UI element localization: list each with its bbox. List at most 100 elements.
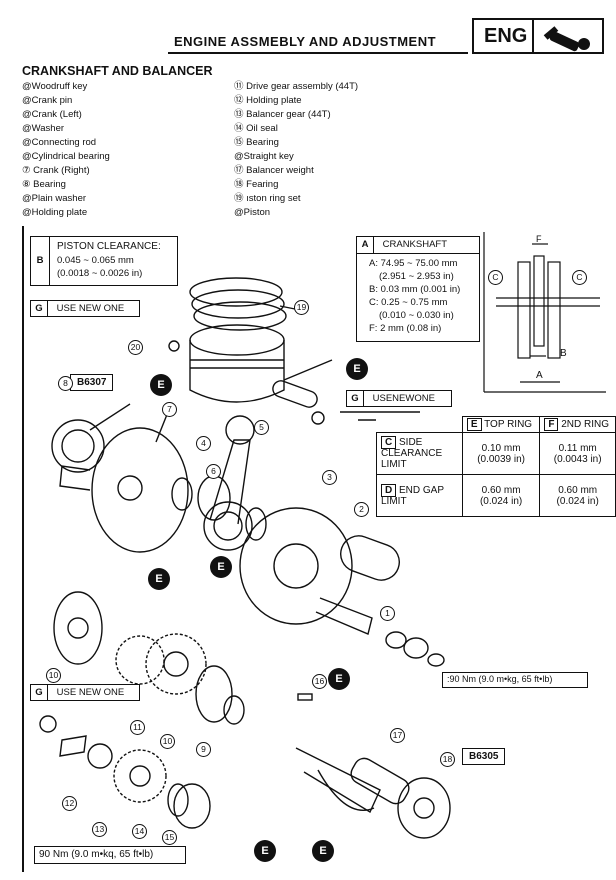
use-new-one-letter: G [31, 301, 48, 316]
legend-item: ⑬ Balancer gear (44T) [234, 109, 331, 120]
legend-item: @Holding plate [22, 207, 88, 218]
ring-value-top-side: 0.10 mm (0.0039 in) [461, 432, 541, 475]
ring-col-f-letter: F [544, 418, 559, 431]
callout-14: 14 [132, 824, 147, 839]
piston-clearance-title: PISTON CLEARANCE: [57, 241, 161, 252]
page-title: ENGINE ASSMEBLY AND ADJUSTMENT [174, 34, 437, 49]
legend-item: @Straight key [234, 151, 294, 162]
use-new-one-text: USE NEW ONE [56, 303, 125, 314]
parts-legend-left: @Woodruff key @Crank pin @Crank (Left) @… [22, 80, 110, 220]
legend-item: @Woodruff key [22, 81, 88, 92]
legend-item: ⑪ Drive gear assembly (44T) [234, 81, 359, 92]
crankshaft-spec-box: A CRANKSHAFT A: 74.95 ~ 75.00 mm (2.951 … [356, 236, 480, 342]
callout-15: 15 [162, 830, 177, 845]
use-new-one-note: G USENEWONE [346, 390, 452, 407]
legend-item: ⑧ Bearing [22, 179, 66, 190]
callout-10b: 10 [160, 734, 175, 749]
e-mark-icon: E [150, 374, 172, 396]
use-new-one-note: G USE NEW ONE [30, 684, 140, 701]
callout-19: 19 [294, 300, 309, 315]
e-mark-icon: E [148, 568, 170, 590]
legend-item: ⑮ Bearing [234, 137, 279, 148]
eng-tag-label: ENG [484, 24, 528, 47]
ring-value-top-end: 0.60 mm (0.024 in) [461, 474, 541, 517]
e-mark-icon: E [312, 840, 334, 862]
callout-7: 7 [162, 402, 177, 417]
ring-row-end-label: END GAP LIMIT [381, 484, 444, 507]
use-new-one-note: G USE NEW ONE [30, 300, 140, 317]
ring-value-2nd-side: 0.11 mm (0.0043 in) [539, 432, 616, 475]
legend-item: @Plain washer [22, 193, 87, 204]
crankshaft-row: C: 0.25 ~ 0.75 mm [369, 297, 448, 308]
callout-3: 3 [322, 470, 337, 485]
crankshaft-letter: A [357, 237, 374, 253]
legend-item: @Washer [22, 123, 65, 134]
legend-item: @Crank pin [22, 95, 73, 106]
ring-row-d-letter: D [381, 483, 397, 497]
bearing-code-left: B6307 [70, 374, 114, 391]
ring-col-2nd: F 2ND RING [539, 416, 616, 433]
eng-tag: ENG [472, 18, 604, 54]
e-mark-icon: E [346, 358, 368, 380]
callout-5: 5 [254, 420, 269, 435]
legend-item: @Crank (Left) [22, 109, 82, 120]
dim-label-c-right: C [572, 270, 587, 285]
legend-item: ⑰ Balancer weight [234, 165, 314, 176]
use-new-one-letter: G [347, 391, 364, 406]
crankshaft-row: (2.951 ~ 2.953 in) [379, 271, 454, 282]
ring-col-top: E TOP RING [461, 416, 541, 433]
ring-value-2nd-end: 0.60 mm (0.024 in) [539, 474, 616, 517]
piston-clearance-in: (0.0018 ~ 0.0026 in) [57, 268, 143, 279]
section-title: CRANKSHAFT AND BALANCER [22, 64, 213, 78]
dim-label-c-left: C [488, 270, 503, 285]
ring-row-side-label: SIDE CLEARANCE LIMIT [381, 437, 443, 470]
ring-row-end-gap: D END GAP LIMIT [376, 474, 463, 517]
crankshaft-row: F: 2 mm (0.08 in) [369, 323, 442, 334]
legend-item: ⑦ Crank (Right) [22, 165, 90, 176]
callout-6: 6 [206, 464, 221, 479]
legend-item: ⑫ Holding plate [234, 95, 302, 106]
e-mark-icon: E [210, 556, 232, 578]
callout-18: 18 [440, 752, 455, 767]
piston-clearance-mm: 0.045 ~ 0.065 mm [57, 255, 134, 266]
piston-clearance-letter: B [31, 237, 50, 285]
legend-item: @Connecting rod [22, 137, 97, 148]
legend-item: ⑲ ıston ring set [234, 193, 301, 204]
e-mark-icon: E [328, 668, 350, 690]
callout-12: 12 [62, 796, 77, 811]
callout-20: 20 [128, 340, 143, 355]
callout-4: 4 [196, 436, 211, 451]
callout-13: 13 [92, 822, 107, 837]
crankshaft-title: CRANKSHAFT [382, 239, 448, 250]
legend-item: @Cylindrical bearing [22, 151, 110, 162]
header-rule [168, 52, 468, 54]
ring-col-top-label: TOP RING [484, 419, 533, 430]
callout-11: 11 [130, 720, 145, 735]
use-new-one-letter: G [31, 685, 48, 700]
bearing-code-right: B6305 [462, 748, 506, 765]
dim-label-f: F [536, 234, 542, 244]
use-new-one-text: USENEWONE [372, 393, 435, 404]
torque-note-right: :90 Nm (9.0 m•kg, 65 ft•lb) [442, 672, 588, 688]
callout-1: 1 [380, 606, 395, 621]
crankshaft-row: A: 74.95 ~ 75.00 mm [369, 258, 458, 269]
legend-item: ⑱ Fearing [234, 179, 279, 190]
engine-tool-icon [532, 20, 602, 52]
parts-legend-right: ⑪ Drive gear assembly (44T) ⑫ Holding pl… [234, 80, 358, 220]
dim-label-a: A [536, 370, 543, 381]
callout-2: 2 [354, 502, 369, 517]
callout-8: 8 [58, 376, 73, 391]
callout-17: 17 [390, 728, 405, 743]
diagram-frame [22, 226, 610, 872]
e-mark-icon: E [254, 840, 276, 862]
use-new-one-text: USE NEW ONE [56, 687, 125, 698]
ring-row-c-letter: C [381, 436, 397, 449]
legend-item: ⑭ Oil seal [234, 123, 278, 134]
piston-ring-table: E TOP RING F 2ND RING C SIDE CLEARANCE L… [376, 416, 616, 517]
ring-col-2nd-label: 2ND RING [561, 419, 610, 430]
callout-9: 9 [196, 742, 211, 757]
callout-10: 10 [46, 668, 61, 683]
crankshaft-row: (0.010 ~ 0.030 in) [379, 310, 454, 321]
torque-note-bottom: 90 Nm (9.0 m•kq, 65 ft•lb) [34, 846, 186, 864]
piston-clearance-box: B PISTON CLEARANCE: 0.045 ~ 0.065 mm (0.… [30, 236, 178, 286]
